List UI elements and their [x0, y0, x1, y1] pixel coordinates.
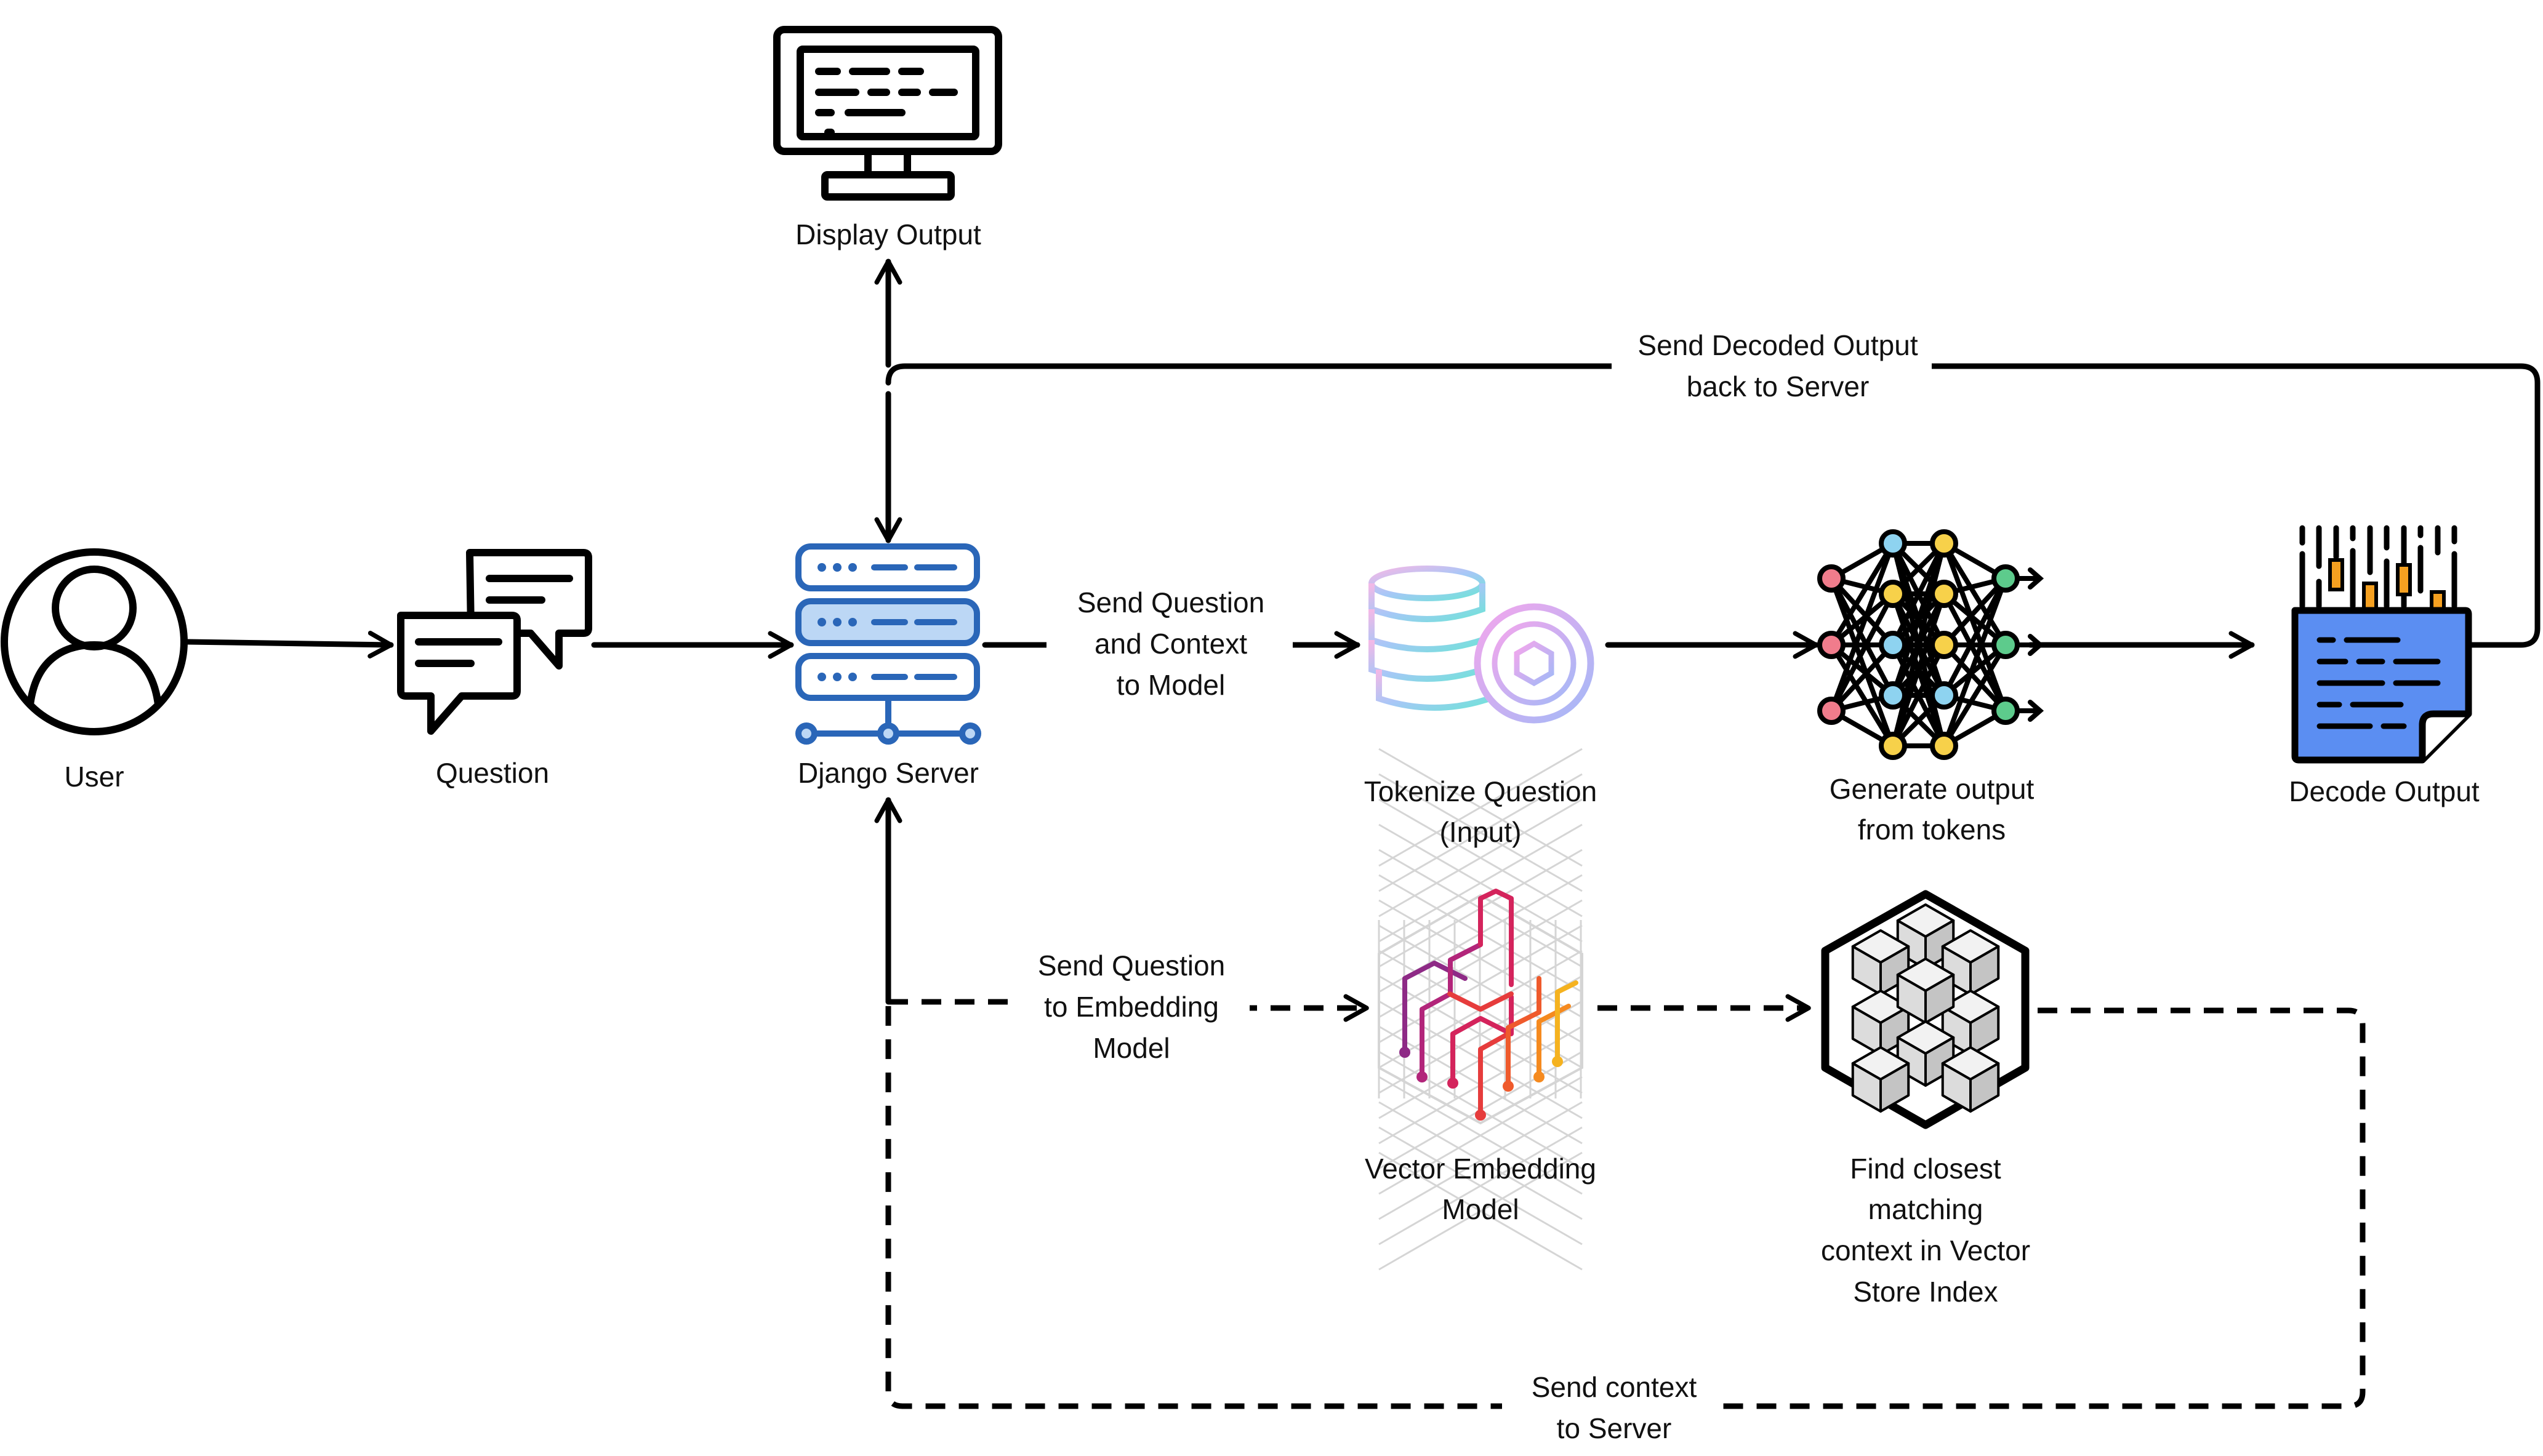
network-node	[1879, 580, 1907, 608]
edge-label-to-model-line3: to Model	[1117, 669, 1225, 701]
vectorstore-label-line2: matching	[1868, 1193, 1983, 1225]
vectorstore-label-line4: Store Index	[1853, 1276, 1998, 1308]
cube-stack-icon	[1821, 890, 2030, 1129]
embedding-label-line2: Model	[1442, 1193, 1519, 1225]
tokenize-label-line1: Tokenize Question	[1364, 775, 1597, 807]
network-node	[1817, 564, 1846, 593]
edge-label-to-embedding-line1: Send Question	[1038, 950, 1225, 982]
network-node	[1879, 732, 1907, 760]
generate-label-line2: from tokens	[1858, 814, 2006, 846]
decoded-document-icon	[2291, 525, 2472, 764]
edge-label-context-line1: Send context	[1532, 1371, 1697, 1403]
network-node	[1817, 631, 1846, 659]
edge-label-to-model-line1: Send Question	[1077, 586, 1264, 618]
edge-label-to-embedding-line3: Model	[1093, 1032, 1170, 1064]
chat-bubbles-icon	[397, 549, 592, 735]
network-node	[1879, 681, 1907, 710]
embedding-cube-icon	[1378, 748, 1583, 1271]
connectors	[185, 258, 2541, 1409]
vectorstore-label-line1: Find closest	[1850, 1153, 2001, 1185]
server-icon	[795, 543, 981, 745]
network-node	[1930, 732, 1958, 760]
vectorstore-label-line3: context in Vector	[1821, 1234, 2030, 1266]
display-output-label: Display Output	[795, 218, 981, 250]
edge-label-to-model-line2: and Context	[1095, 628, 1247, 660]
network-node	[1879, 529, 1907, 558]
network-node	[1930, 681, 1958, 710]
question-label: Question	[436, 757, 549, 789]
edge-label-context-line2: to Server	[1557, 1412, 1672, 1444]
user-label: User	[64, 761, 124, 793]
network-node	[1991, 631, 2020, 659]
decode-output-label: Decode Output	[2289, 775, 2480, 807]
network-node	[1879, 631, 1907, 659]
embedding-label-line1: Vector Embedding	[1365, 1153, 1596, 1185]
coins-token-icon	[1368, 566, 1594, 724]
tokenize-label-line2: (Input)	[1440, 816, 1522, 848]
monitor-icon	[773, 26, 1002, 201]
network-node	[1930, 529, 1958, 558]
network-node	[1991, 697, 2020, 725]
edge-label-to-embedding-line2: to Embedding	[1044, 991, 1219, 1023]
network-node	[1817, 697, 1846, 725]
edge-decode-to-server	[885, 363, 2541, 648]
django-server-label: Django Server	[798, 757, 979, 789]
edge-user-to-question	[185, 630, 394, 658]
generate-label-line1: Generate output	[1830, 773, 2035, 805]
network-node	[1930, 580, 1958, 608]
edge-vectorstore-to-server	[885, 1002, 2366, 1409]
network-node	[1991, 564, 2020, 593]
edge-label-decoded-line2: back to Server	[1687, 370, 1870, 402]
neural-network-icon	[1817, 529, 2044, 760]
network-node	[1930, 631, 1958, 659]
user-icon	[1, 548, 188, 735]
edge-label-decoded-line1: Send Decoded Output	[1637, 329, 1918, 361]
